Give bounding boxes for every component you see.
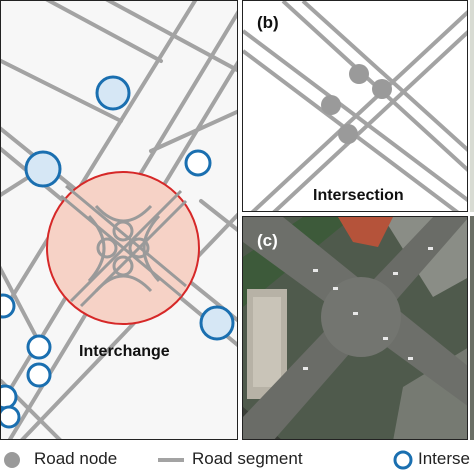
vehicle [383,337,388,340]
vehicle [353,312,358,315]
panel-b-tag: (b) [257,13,279,32]
vehicle [303,367,308,370]
panel-a-road-network [1,1,237,439]
road-node [321,95,341,115]
intersection-symbol [393,450,413,470]
ramp-loop [96,237,118,259]
road-node-symbol [4,452,20,468]
panel-a-interchange-map: Interchange [0,0,238,440]
panel-c-aerial-photo: (c) [242,216,468,440]
legend-road-segment-label: Road segment [192,449,303,468]
panel-c-tag: (c) [257,231,278,250]
intersection-caption: Intersection [313,187,404,204]
intersection-marker [95,75,131,111]
road-segment [1,59,123,123]
vehicle [428,247,433,250]
intersection-marker [1,384,18,410]
road-node [349,64,369,84]
road-node [372,79,392,99]
aerial-photo-illustration [243,217,467,439]
intersection-marker [26,334,52,360]
ramp-curve [142,214,161,283]
road-nodes [321,64,392,144]
panel-b-road-network [243,1,467,211]
ramp-loop [112,255,134,277]
intersection-markers [1,75,235,429]
ramp-loop [128,237,150,259]
vehicle [393,272,398,275]
intersection-marker [184,149,212,177]
intersection-marker [24,150,62,188]
ramp-segment [69,189,183,303]
panel-d-edge [470,216,474,440]
road-segment [1,265,43,348]
building-roof [253,297,281,387]
legend-intersection-label: Interse [418,449,470,468]
intersection-marker [199,305,235,341]
road-segment [149,109,237,153]
legend-road-node-label: Road node [34,449,118,468]
roof-building [338,217,393,247]
intersection-marker [1,405,21,429]
intersection-marker [1,293,16,319]
panel-d-edge [470,0,474,212]
ramp-curve [87,214,106,283]
vehicle [313,269,318,272]
vehicle [408,357,413,360]
road-segment [105,1,237,73]
road-segment [301,1,467,152]
road-segment [250,10,467,211]
legend: Road node Road segment Interse [0,446,474,474]
intersection-area [321,277,401,357]
interchange-caption: Interchange [79,343,170,360]
road-segment [199,199,237,232]
ramp-segment [60,194,182,298]
ramp-segment [65,184,187,288]
ramp-loop [112,220,134,242]
panel-b-intersection-schematic: (b) Intersection [242,0,468,212]
legend-symbols [4,450,413,470]
vehicle [333,287,338,290]
vehicles [303,247,433,370]
intersection-marker [26,362,52,388]
road-node [338,124,358,144]
road-segment [45,1,163,63]
road-segment [1,1,198,319]
interchange-ramps [60,184,188,308]
